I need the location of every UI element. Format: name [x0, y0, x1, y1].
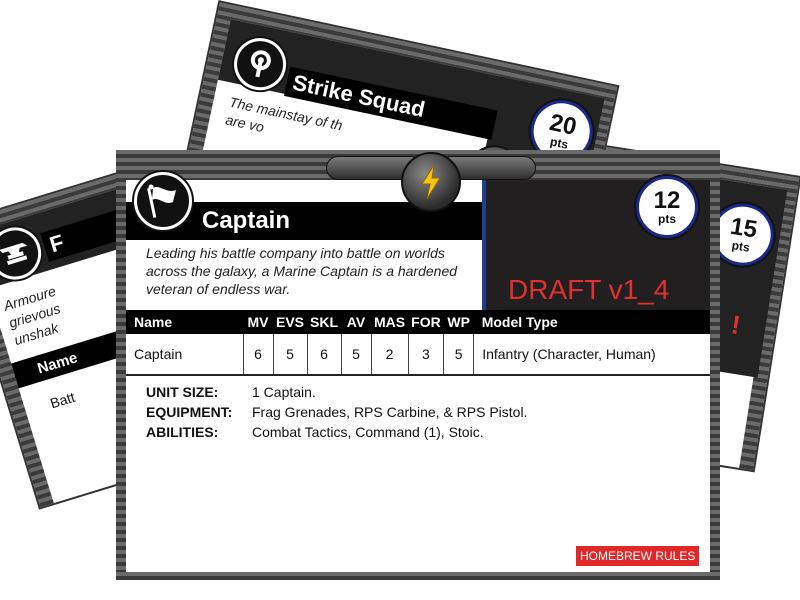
col-header-evs: EVS: [273, 310, 308, 334]
unit-size-value: 1 Captain.: [252, 384, 316, 400]
col-header-mv: MV: [243, 310, 273, 334]
stats-table: Name MV EVS SKL AV MAS FOR WP Model Type…: [126, 310, 710, 376]
equipment-value: Frag Grenades, RPS Carbine, & RPS Pistol…: [252, 404, 528, 420]
abilities-value: Combat Tactics, Command (1), Stoic.: [252, 424, 484, 440]
homebrew-rules-badge: HOMEBREW RULES: [576, 546, 700, 566]
panel-divider: [482, 180, 486, 310]
cell-mas: 2: [371, 334, 409, 374]
col-header-model-type: Model Type: [473, 310, 710, 334]
cell-av: 5: [341, 334, 372, 374]
card-frame-bottom: [116, 572, 720, 580]
equipment-row: EQUIPMENT: Frag Grenades, RPS Carbine, &…: [146, 402, 527, 422]
pawn-icon: [229, 33, 291, 95]
unit-size-row: UNIT SIZE: 1 Captain.: [146, 382, 527, 402]
wing-right-ornament: [448, 156, 536, 180]
col-header-wp: WP: [443, 310, 474, 334]
col-header-mas: MAS: [371, 310, 409, 334]
draft-version-label: DRAFT v1_4: [508, 274, 670, 305]
col-header-av: AV: [341, 310, 372, 334]
cell-name: Captain: [126, 334, 244, 374]
cell-wp: 5: [443, 334, 475, 374]
card-frame-right: [710, 150, 720, 580]
card-captain[interactable]: Captain 12 pts Leading his battle compan…: [116, 150, 720, 580]
abilities-row: ABILITIES: Combat Tactics, Command (1), …: [146, 422, 527, 442]
unit-details: UNIT SIZE: 1 Captain. EQUIPMENT: Frag Gr…: [146, 382, 527, 442]
stats-header-row: Name MV EVS SKL AV MAS FOR WP Model Type: [126, 310, 710, 334]
col-header-for: FOR: [408, 310, 444, 334]
cell-mv: 6: [243, 334, 274, 374]
unit-size-label: UNIT SIZE:: [146, 384, 219, 400]
col-header-name: Name: [126, 310, 243, 334]
flag-icon: [134, 172, 192, 230]
cell-skl: 6: [307, 334, 342, 374]
cell-for: 3: [408, 334, 445, 374]
cell-evs: 5: [273, 334, 308, 374]
card-description: Leading his battle company into battle o…: [146, 245, 458, 297]
card-back-left[interactable]: F Armoure grievous unshak Name Batt: [0, 126, 355, 510]
table-divider: [126, 374, 710, 376]
cell-model-type: Infantry (Character, Human): [482, 346, 656, 362]
equipment-label: EQUIPMENT:: [146, 404, 233, 420]
lightning-bolt-icon: [401, 152, 461, 212]
card-frame-left: [116, 150, 126, 580]
anvil-icon: [0, 221, 48, 286]
abilities-label: ABILITIES:: [146, 424, 219, 440]
table-row: Captain 6 5 6 5 2 3 5 Infantry (Characte…: [126, 334, 710, 374]
points-badge: 12 pts: [636, 176, 698, 238]
stat-name-value: Batt: [48, 388, 77, 412]
col-header-skl: SKL: [307, 310, 342, 334]
